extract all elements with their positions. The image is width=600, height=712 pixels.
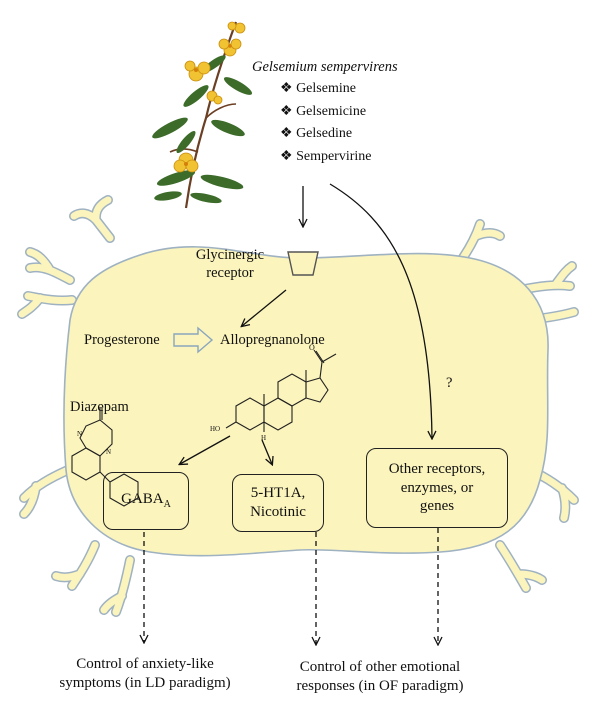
glycinergic-receptor-label: Glycinergic receptor [195,247,265,282]
arrow-receptor-to-allopregnanolone [242,289,287,326]
arrow-allopregnanolone-to-gaba [180,435,231,464]
compound-gelsemine: Gelsemine [296,81,356,96]
hydroxyl-label: HO [210,425,220,433]
5ht1a-label: 5-HT1A, [250,485,306,502]
diamond-bullet-icon: ❖ [280,103,293,119]
h-label-c5: H [261,434,266,442]
diazepam-n4-label: N [106,448,111,456]
species-name: Gelsemium sempervirens [252,59,398,75]
glycinergic-receptor-shape [287,251,319,276]
compound-item: ❖ Gelsedine [280,125,371,143]
compound-sempervirine: Sempervirine [296,148,372,164]
other-receptors-box: Other receptors, enzymes, or genes [366,448,508,528]
gelsemium-plant-illustration [152,21,253,209]
diamond-bullet-icon: ❖ [280,126,293,141]
allopregnanolone-structure [225,349,337,432]
hollow-arrow-progesterone-to-allopregnanolone [173,326,214,354]
compound-list: ❖ Gelsemine ❖ Gelsemicine ❖ Gelsedine ❖ … [280,80,371,165]
arrows [144,183,438,644]
compound-gelsedine: Gelsedine [296,126,353,141]
compound-item: ❖ Sempervirine [280,148,371,166]
arrow-plant-to-other-receptors [329,183,432,438]
progesterone-label: Progesterone [84,332,160,348]
allopregnanolone-label: Allopregnanolone [220,332,325,348]
gaba-a-receptor-box: GABAA [103,472,189,530]
5ht1a-nicotinic-box: 5-HT1A, Nicotinic [232,474,324,532]
gaba-a-label: GABAA [121,491,171,511]
anxiety-outcome-label: Control of anxiety-like symptoms (in LD … [59,656,231,691]
unknown-mechanism-mark: ? [446,375,453,391]
arrow-allopregnanolone-to-5ht1a [261,439,272,464]
compound-item: ❖ Gelsemine [280,80,371,98]
diazepam-n1-label: N [77,430,82,438]
diazepam-label: Diazepam [70,399,129,415]
compound-gelsemicine: Gelsemicine [296,103,367,119]
nicotinic-label: Nicotinic [250,504,306,520]
compound-item: ❖ Gelsemicine [280,103,371,121]
diamond-bullet-icon: ❖ [280,148,293,164]
emotional-outcome-label: Control of other emotional responses (in… [296,659,464,694]
ketone-oxygen-label: O [309,343,315,352]
diamond-bullet-icon: ❖ [280,81,293,96]
